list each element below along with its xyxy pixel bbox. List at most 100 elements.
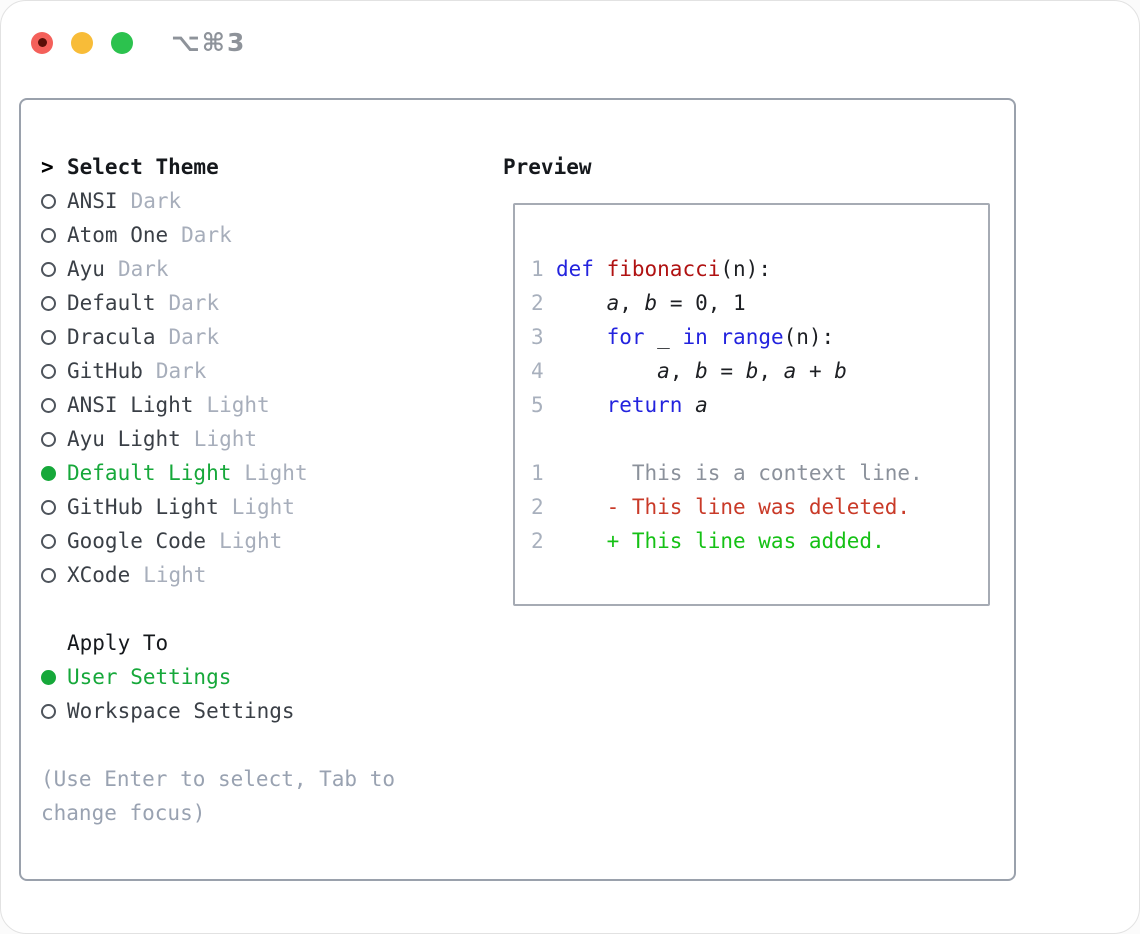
window-title: ⌥⌘3 [171, 28, 247, 57]
radio-icon [41, 499, 56, 515]
theme-option-default[interactable]: Default Dark [41, 286, 441, 320]
theme-option-github[interactable]: GitHub Dark [41, 354, 441, 388]
radio-icon [41, 465, 56, 481]
code-token: a [657, 359, 670, 383]
apply-to-list: User Settings Workspace Settings [41, 660, 441, 728]
apply-option-user-settings[interactable]: User Settings [41, 660, 441, 694]
option-label: XCode [67, 563, 131, 587]
option-tag: Dark [117, 257, 169, 281]
theme-option-dracula[interactable]: Dracula Dark [41, 320, 441, 354]
code-token: range [720, 325, 784, 349]
option-label: ANSI [67, 189, 118, 213]
code-token: b [695, 359, 708, 383]
preview-line: 2 + This line was added. [531, 524, 988, 558]
option-label: Dracula [67, 325, 156, 349]
theme-list: ANSI Dark Atom One Dark Ayu Dark Default… [41, 184, 441, 592]
code-token [682, 393, 695, 417]
radio-icon [41, 261, 56, 277]
code-token: a [783, 359, 797, 383]
theme-option-xcode[interactable]: XCode Light [41, 558, 441, 592]
help-text: (Use Enter to select, Tab to change focu… [41, 767, 396, 825]
theme-picker-left-column: > Select Theme ANSI Dark Atom One Dark A… [41, 150, 441, 830]
preview-line: 3 for _ in range(n): [531, 320, 988, 354]
theme-option-ayu-light[interactable]: Ayu Light Light [41, 422, 441, 456]
code-token: = 0, 1 [657, 291, 746, 315]
code-token: (n): [720, 257, 771, 281]
option-tag: Dark [168, 325, 220, 349]
radio-icon [41, 397, 56, 413]
option-tag: Light [244, 461, 308, 485]
radio-icon [41, 533, 56, 549]
theme-option-github-light[interactable]: GitHub Light Light [41, 490, 441, 524]
line-content: for _ in range(n): [556, 325, 835, 349]
code-token: _ [644, 325, 683, 349]
code-token: + [796, 359, 835, 383]
option-label: Google Code [67, 529, 207, 553]
radio-icon [41, 329, 56, 345]
code-token: in [682, 325, 708, 349]
apply-option-workspace-settings[interactable]: Workspace Settings [41, 694, 441, 728]
option-tag: Light [219, 529, 283, 553]
theme-option-atom-one[interactable]: Atom One Dark [41, 218, 441, 252]
close-dot-icon [37, 38, 47, 47]
code-token: b [745, 359, 759, 383]
preview-box: 1 def fibonacci(n): 2 a, b = 0, 1 3 for … [513, 203, 990, 606]
option-tag: Light [193, 427, 258, 451]
preview-line: 2 a, b = 0, 1 [531, 286, 988, 320]
code-token: - This line was deleted. [556, 495, 911, 519]
option-label: Default Light [67, 461, 232, 485]
code-token [556, 325, 607, 349]
radio-icon [41, 193, 56, 209]
focus-caret-icon: > [41, 155, 54, 179]
theme-option-ansi[interactable]: ANSI Dark [41, 184, 441, 218]
preview-line: 4 a, b = b, a + b [531, 354, 988, 388]
radio-icon [41, 227, 56, 243]
code-token: b [834, 359, 847, 383]
line-number: 2 [531, 495, 544, 519]
code-token: (n): [783, 325, 835, 349]
option-label: Ayu [67, 257, 105, 281]
line-content: - This line was deleted. [556, 495, 910, 519]
theme-list-title: Select Theme [67, 155, 219, 179]
line-number: 3 [531, 325, 544, 349]
option-tag: Dark [130, 189, 182, 213]
radio-icon [41, 431, 56, 447]
option-label: User Settings [67, 665, 232, 689]
preview-line: 5 return a [531, 388, 988, 422]
radio-icon [41, 567, 56, 583]
line-number: 1 [531, 257, 544, 281]
option-label: GitHub Light [67, 495, 219, 519]
line-number: 2 [531, 291, 544, 315]
line-content: a, b = 0, 1 [556, 291, 746, 315]
close-button[interactable] [31, 31, 53, 54]
option-label: Atom One [67, 223, 169, 247]
spacer [41, 592, 441, 626]
preview-line: 1 def fibonacci(n): [531, 252, 988, 286]
code-token [556, 393, 607, 417]
code-token: def [556, 257, 594, 281]
line-number: 4 [531, 359, 544, 383]
preview-line: 2 - This line was deleted. [531, 490, 988, 524]
preview-header: Preview [503, 150, 990, 184]
theme-list-header: > Select Theme [41, 150, 441, 184]
theme-option-ayu[interactable]: Ayu Dark [41, 252, 441, 286]
minimize-button[interactable] [71, 31, 93, 54]
radio-icon [41, 669, 56, 685]
line-number: 2 [531, 529, 544, 553]
code-token: a [606, 291, 620, 315]
option-tag: Light [143, 563, 207, 587]
code-token: = [707, 359, 746, 383]
traffic-lights [31, 31, 133, 54]
code-token [708, 325, 721, 349]
theme-option-google-code[interactable]: Google Code Light [41, 524, 441, 558]
option-tag: Light [206, 393, 270, 417]
theme-option-default-light[interactable]: Default Light Light [41, 456, 441, 490]
code-token [556, 359, 657, 383]
code-token: fibonacci [606, 257, 721, 281]
apply-to-header: Apply To [41, 626, 441, 660]
zoom-button[interactable] [111, 31, 133, 54]
code-token: , [619, 291, 645, 315]
theme-option-ansi-light[interactable]: ANSI Light Light [41, 388, 441, 422]
line-content: + This line was added. [556, 529, 885, 553]
